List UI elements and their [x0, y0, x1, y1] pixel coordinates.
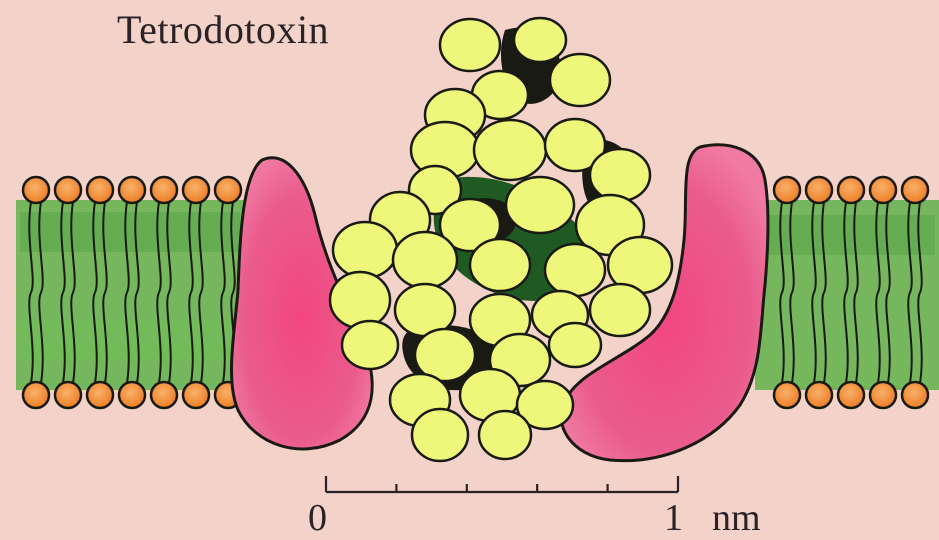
lipid-head	[87, 177, 113, 203]
toxin-atom	[393, 232, 457, 288]
lipid-head	[838, 382, 864, 408]
lipid-head	[806, 382, 832, 408]
toxin-atom	[412, 409, 468, 461]
scale-end-label: 1	[664, 496, 683, 540]
lipid-head	[183, 177, 209, 203]
left-lipid-heads-top	[23, 177, 241, 203]
lipid-head	[774, 382, 800, 408]
toxin-atom	[479, 411, 531, 459]
lipid-head	[119, 382, 145, 408]
toxin-atom	[590, 149, 650, 201]
lipid-head	[151, 382, 177, 408]
toxin-atom	[440, 19, 500, 71]
right-lipid-heads-top	[774, 177, 928, 203]
lipid-head	[23, 382, 49, 408]
lipid-head	[23, 177, 49, 203]
lipid-head	[55, 177, 81, 203]
lipid-head	[774, 177, 800, 203]
figure-title: Tetrodotoxin	[117, 6, 329, 53]
scale-bar	[326, 476, 678, 492]
toxin-atom	[330, 272, 390, 328]
toxin-atom	[514, 18, 566, 62]
lipid-head	[838, 177, 864, 203]
left-membrane	[16, 177, 246, 408]
lipid-head	[902, 382, 928, 408]
lipid-head	[183, 382, 209, 408]
lipid-head	[151, 177, 177, 203]
lipid-head	[902, 177, 928, 203]
toxin-atom	[470, 239, 530, 291]
lipid-head	[806, 177, 832, 203]
right-membrane	[755, 177, 939, 408]
lipid-head	[87, 382, 113, 408]
lipid-head	[119, 177, 145, 203]
toxin-atom	[549, 323, 601, 367]
lipid-head	[55, 382, 81, 408]
lipid-head	[870, 177, 896, 203]
toxin-atom	[545, 244, 605, 296]
toxin-atom	[590, 284, 650, 336]
toxin-atom	[550, 54, 610, 106]
toxin-atom	[342, 321, 398, 369]
scale-bar-ticks	[326, 476, 678, 492]
toxin-atom	[506, 177, 574, 233]
lipid-head	[215, 177, 241, 203]
scale-start-label: 0	[308, 496, 327, 540]
lipid-head	[870, 382, 896, 408]
toxin-atom	[474, 120, 546, 180]
right-lipid-heads-bottom	[774, 382, 928, 408]
toxin-atom	[333, 222, 397, 278]
scale-unit-label: nm	[712, 496, 761, 540]
